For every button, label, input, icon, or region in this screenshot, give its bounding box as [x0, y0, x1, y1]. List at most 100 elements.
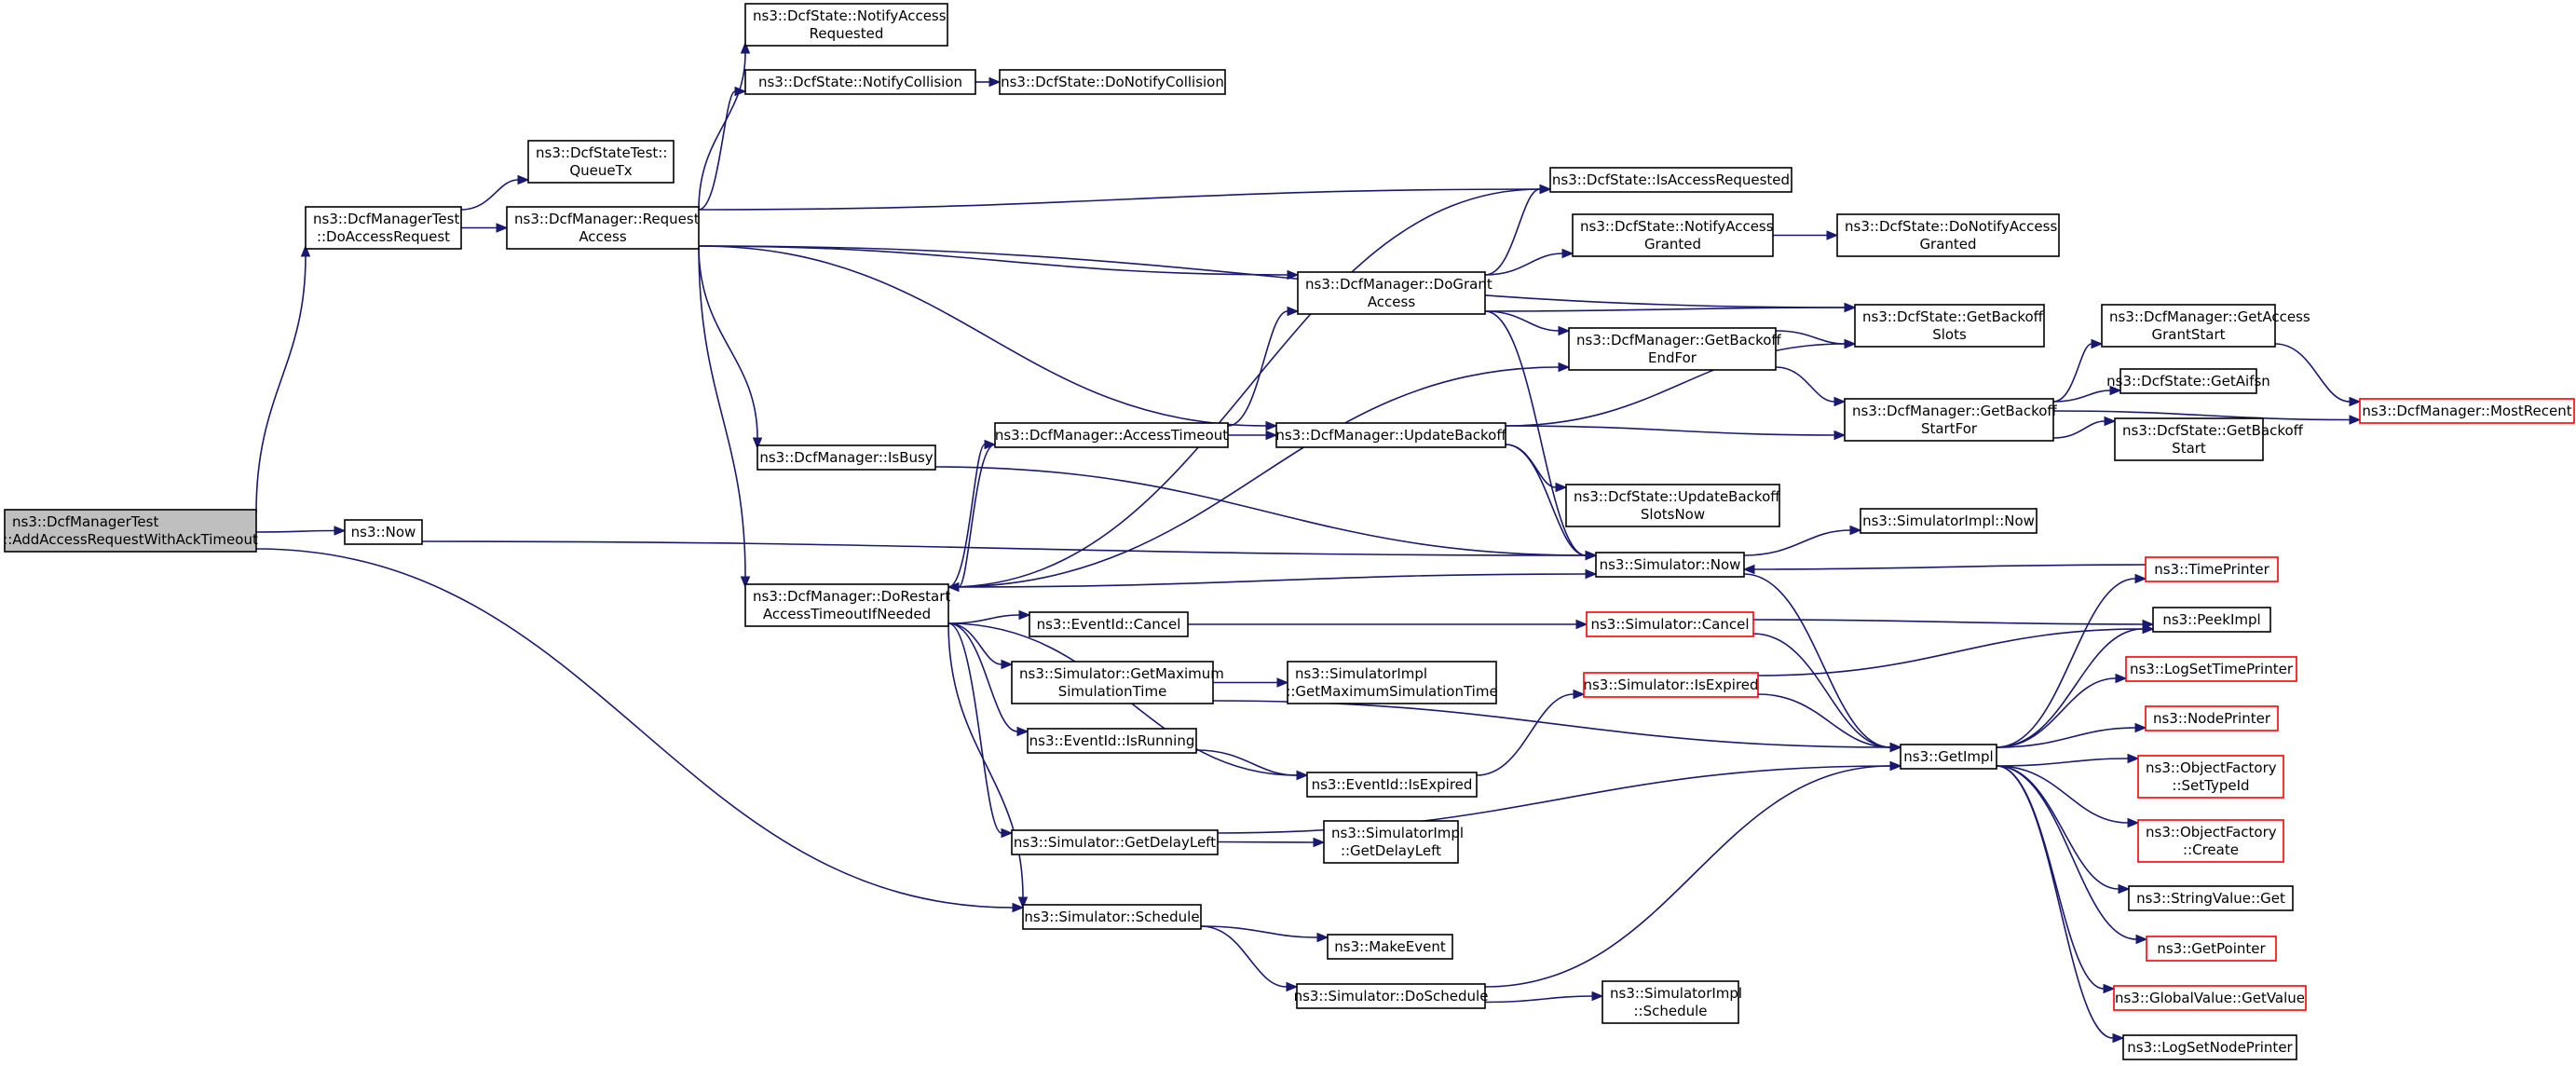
graph-node-doSchedule[interactable]: ns3::Simulator::DoSchedule	[1294, 983, 1489, 1009]
graph-node-logSetTimePrinter[interactable]: ns3::LogSetTimePrinter	[2125, 656, 2297, 682]
graph-node-getMaximumSimulationTime[interactable]: ns3::Simulator::GetMaximumSimulationTime	[1011, 661, 1224, 704]
node-box	[1601, 980, 1739, 1024]
node-label: ::SetTypeId	[2172, 777, 2249, 794]
edge-getImpl-to-logSetNodePrinter	[1996, 765, 2114, 1039]
graph-node-root[interactable]: ns3::DcfManagerTest::AddAccessRequestWit…	[3, 509, 258, 553]
graph-node-doNotifyCollision[interactable]: ns3::DcfState::DoNotifyCollision	[999, 69, 1226, 95]
node-box	[2137, 819, 2284, 863]
node-label: ns3::TimePrinter	[2154, 561, 2269, 578]
graph-node-notifyCollision[interactable]: ns3::DcfState::NotifyCollision	[744, 69, 976, 95]
graph-node-schedule[interactable]: ns3::Simulator::Schedule	[1022, 904, 1202, 930]
node-box	[1297, 271, 1486, 315]
edge-updateBackoff-to-getBackoffStartFor	[1505, 425, 1835, 436]
graph-node-getDelayLeft[interactable]: ns3::Simulator::GetDelayLeft	[1011, 829, 1219, 855]
edge-root-to-doAccessRequest	[255, 255, 307, 513]
graph-node-getImpl[interactable]: ns3::GetImpl	[1900, 744, 1997, 770]
graph-node-implSchedule[interactable]: ns3::SimulatorImpl::Schedule	[1601, 980, 1742, 1024]
graph-node-objectFactorySetTypeId[interactable]: ns3::ObjectFactory::SetTypeId	[2137, 755, 2284, 799]
arrowhead	[1012, 902, 1025, 913]
graph-node-isExpired[interactable]: ns3::Simulator::IsExpired	[1583, 672, 1759, 698]
node-box	[1022, 904, 1202, 930]
node-label: ns3::DcfState::NotifyAccess	[753, 7, 947, 24]
nodes-layer: ns3::DcfManagerTest::AddAccessRequestWit…	[3, 3, 2575, 1060]
graph-node-accessTimeout[interactable]: ns3::DcfManager::AccessTimeout	[994, 422, 1229, 448]
edge-getImpl-to-objectFactorySetTypeId	[1996, 758, 2129, 767]
arrowhead	[1018, 609, 1031, 621]
arrowhead	[1265, 420, 1278, 431]
graph-node-getAifsn[interactable]: ns3::DcfState::GetAifsn	[2106, 368, 2270, 394]
graph-node-timePrinter[interactable]: ns3::TimePrinter	[2145, 556, 2279, 582]
edge-requestAccess-to-notifyCollision	[698, 90, 736, 211]
edge-doRestartAccessTimeout-to-eventIdIsRunning	[947, 622, 1018, 732]
edge-doRestartAccessTimeout-to-getDelayLeft	[947, 622, 1002, 834]
graph-node-eventIdIsExpired[interactable]: ns3::EventId::IsExpired	[1306, 772, 1478, 798]
node-box	[994, 422, 1229, 448]
arrowhead	[1539, 184, 1552, 195]
graph-node-peekImpl[interactable]: ns3::PeekImpl	[2152, 607, 2271, 633]
graph-node-isBusy[interactable]: ns3::DcfManager::IsBusy	[756, 444, 936, 471]
graph-node-globalValueGetValue[interactable]: ns3::GlobalValue::GetValue	[2113, 985, 2307, 1011]
edge-getBackoffStartFor-to-getBackoffStart	[2052, 420, 2106, 439]
edge-getBackoffStartFor-to-mostRecent	[2052, 410, 2351, 421]
graph-node-doAccessRequest[interactable]: ns3::DcfManagerTest::DoAccessRequest	[305, 206, 462, 250]
node-box	[2145, 556, 2279, 582]
graph-node-stringValueGet[interactable]: ns3::StringValue::Get	[2128, 885, 2294, 911]
graph-node-implGetMaximumSimulationTime[interactable]: ns3::SimulatorImpl::GetMaximumSimulation…	[1286, 661, 1498, 704]
edge-requestAccess-to-isBusy	[698, 245, 758, 439]
node-label: ::Schedule	[1633, 1003, 1707, 1019]
arrowhead	[1286, 981, 1299, 992]
arrowhead	[1833, 430, 1847, 441]
edge-getImpl-to-logSetTimePrinter	[1996, 677, 2117, 748]
graph-node-nodePrinter[interactable]: ns3::NodePrinter	[2145, 705, 2279, 731]
graph-node-doRestartAccessTimeout[interactable]: ns3::DcfManager::DoRestartAccessTimeoutI…	[744, 583, 950, 627]
node-label: ns3::DcfState::UpdateBackoff	[1574, 488, 1780, 505]
node-box	[1275, 422, 1506, 448]
graph-node-implGetDelayLeft[interactable]: ns3::SimulatorImpl::GetDelayLeft	[1323, 820, 1464, 864]
graph-node-isAccessRequested[interactable]: ns3::DcfState::IsAccessRequested	[1549, 167, 1792, 193]
graph-node-now[interactable]: ns3::Now	[344, 519, 423, 545]
graph-node-simulatorCancel[interactable]: ns3::Simulator::Cancel	[1586, 611, 1754, 637]
node-box	[1900, 744, 1997, 770]
arrowhead	[1001, 827, 1014, 839]
arrowhead	[2103, 983, 2116, 994]
graph-node-logSetNodePrinter[interactable]: ns3::LogSetNodePrinter	[2122, 1034, 2297, 1060]
graph-node-simulatorNow[interactable]: ns3::Simulator::Now	[1595, 552, 1745, 578]
graph-node-queueTx[interactable]: ns3::DcfStateTest::QueueTx	[527, 140, 675, 184]
edge-getDelayLeft-to-implGetDelayLeft	[1217, 840, 1315, 843]
edge-getImpl-to-stringValueGet	[1996, 765, 2119, 890]
graph-node-simulatorImplNow[interactable]: ns3::SimulatorImpl::Now	[1860, 508, 2038, 534]
node-label: ns3::DcfState::DoNotifyCollision	[1001, 74, 1224, 90]
graph-node-getPointer[interactable]: ns3::GetPointer	[2146, 936, 2277, 962]
node-label: ns3::SimulatorImpl	[1610, 985, 1742, 1002]
graph-node-makeEvent[interactable]: ns3::MakeEvent	[1327, 934, 1453, 960]
graph-node-mostRecent[interactable]: ns3::DcfManager::MostRecent	[2359, 398, 2575, 424]
edge-requestAccess-to-updateBackoff	[698, 245, 1267, 427]
node-label: ns3::DcfState::GetAifsn	[2106, 373, 2270, 390]
arrowhead	[1742, 564, 1755, 575]
graph-node-updateBackoff[interactable]: ns3::DcfManager::UpdateBackoff	[1275, 422, 1506, 448]
arrowhead	[1591, 991, 1604, 1002]
node-label: ::DoAccessRequest	[317, 228, 450, 245]
edge-getBackoffStartFor-to-getAifsn	[2052, 390, 2111, 403]
graph-node-objectFactoryCreate[interactable]: ns3::ObjectFactory::Create	[2137, 819, 2284, 863]
graph-node-eventIdIsRunning[interactable]: ns3::EventId::IsRunning	[1027, 728, 1197, 754]
edge-doGrantAccess-to-getBackoffSlots	[1484, 307, 1846, 312]
node-label: StartFor	[1921, 420, 1978, 437]
graph-node-eventIdCancel[interactable]: ns3::EventId::Cancel	[1029, 611, 1189, 637]
edge-schedule-to-makeEvent	[1200, 925, 1318, 938]
node-label: ns3::DcfManager::GetBackoff	[1576, 332, 1781, 348]
arrowhead	[1575, 619, 1588, 630]
node-box	[2122, 1034, 2297, 1060]
node-label: ns3::DcfManager::GetBackoff	[1852, 403, 2057, 419]
